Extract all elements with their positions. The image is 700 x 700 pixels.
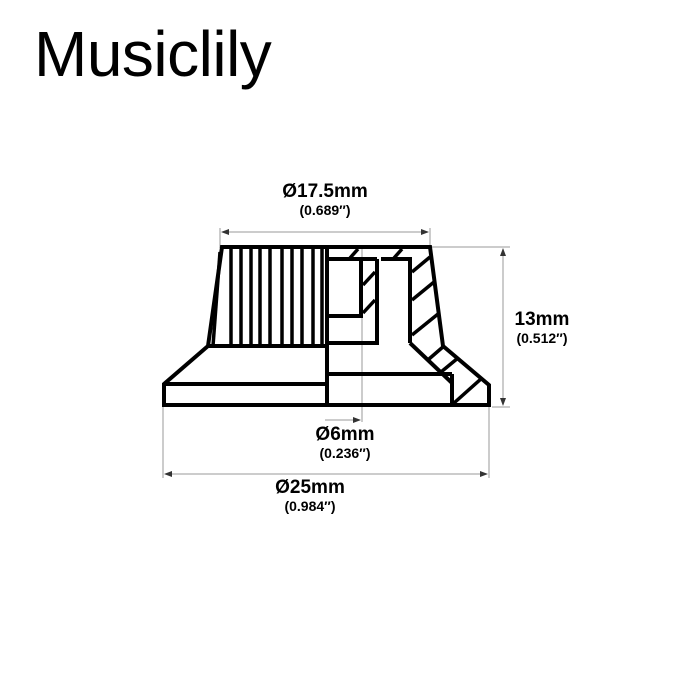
dimension-lines bbox=[162, 228, 510, 478]
base-diameter-dimension: Ø25mm (0.984″) bbox=[250, 477, 370, 515]
height-mm: 13mm bbox=[514, 309, 570, 330]
shaft-diameter-mm: Ø6mm bbox=[315, 424, 375, 445]
section-hatching bbox=[348, 247, 484, 405]
base-diameter-inch: (0.984″) bbox=[284, 498, 336, 514]
height-dimension: 13mm (0.512″) bbox=[504, 309, 580, 347]
knob-outline bbox=[162, 245, 491, 407]
top-diameter-dimension: Ø17.5mm (0.689″) bbox=[255, 181, 395, 219]
brand-logo-text: Musiclily bbox=[34, 18, 272, 90]
base-diameter-mm: Ø25mm bbox=[275, 477, 345, 498]
height-inch: (0.512″) bbox=[516, 330, 568, 346]
top-diameter-inch: (0.689″) bbox=[299, 202, 351, 218]
shaft-diameter-dimension: Ø6mm (0.236″) bbox=[285, 424, 405, 462]
shaft-diameter-inch: (0.236″) bbox=[319, 445, 371, 461]
knurl-ridges bbox=[211, 249, 324, 347]
top-diameter-mm: Ø17.5mm bbox=[282, 181, 368, 202]
